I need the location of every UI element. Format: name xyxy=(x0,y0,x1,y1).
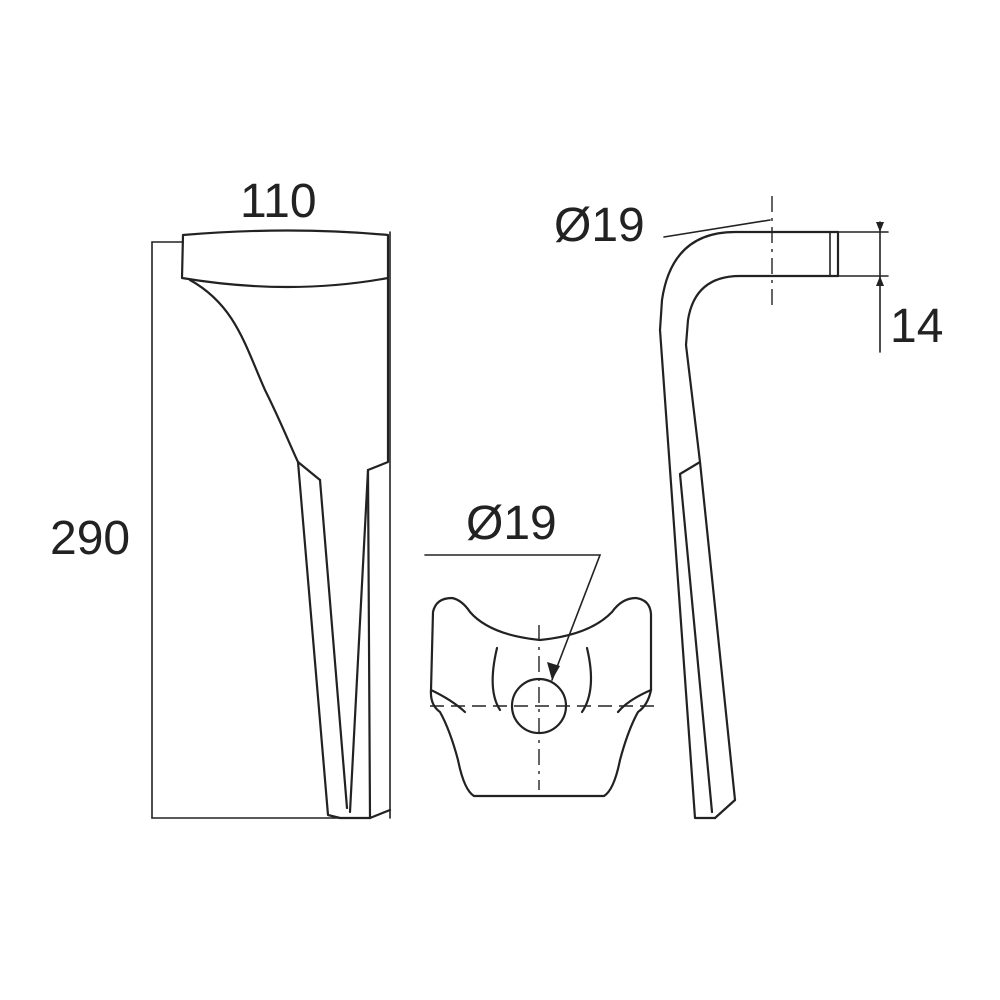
mounting-flange xyxy=(180,229,390,289)
mount-lower-curve-left xyxy=(429,688,467,714)
side-diameter-leader xyxy=(663,219,771,238)
mount-inner-curve-right xyxy=(580,646,593,714)
dim-height-label: 290 xyxy=(50,512,131,565)
mount-inner-curve-left xyxy=(491,646,502,712)
blade-cutting-edge xyxy=(348,468,370,814)
mount-lower-curve-right xyxy=(616,688,653,714)
blade-bevel-line xyxy=(318,478,349,810)
leader-arrowhead xyxy=(547,662,560,680)
thickness-arrow-bottom xyxy=(876,276,884,286)
mount-plate-outline xyxy=(429,596,653,798)
diameter-leader xyxy=(424,554,602,681)
dim-thickness-label: 14 xyxy=(890,300,944,353)
blade-front-view xyxy=(151,229,392,820)
blade-neck-curve xyxy=(188,278,322,482)
side-outer-profile xyxy=(658,230,840,820)
dim-diameter-mount-label: Ø19 xyxy=(466,497,557,550)
blade-side-view xyxy=(658,196,889,820)
blade-mount-view xyxy=(424,554,655,798)
dim-diameter-side-label: Ø19 xyxy=(554,199,645,252)
dim-width-label: 110 xyxy=(240,175,317,228)
side-cutting-edge xyxy=(698,460,737,802)
blade-right-edge xyxy=(366,276,392,820)
thickness-arrow-top xyxy=(876,222,884,232)
side-tip xyxy=(713,798,737,820)
blade-left-edge xyxy=(296,460,342,820)
side-inner-profile xyxy=(678,274,840,814)
